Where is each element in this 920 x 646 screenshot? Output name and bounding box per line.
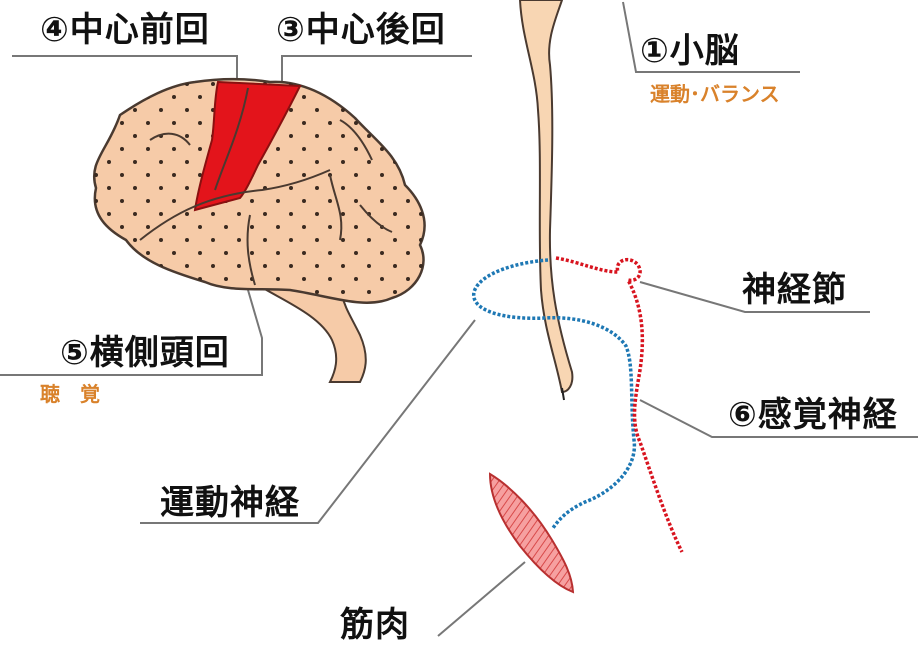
sensory-nerve bbox=[556, 258, 682, 552]
label-precentral-gyrus: ④中心前回 bbox=[40, 13, 210, 47]
label-sensory-nerve: ⑥感覚神経 bbox=[728, 398, 898, 432]
label-hearing: 聴 覚 bbox=[40, 384, 100, 404]
spinal-cord bbox=[520, 0, 572, 392]
label-postcentral-gyrus: ③中心後回 bbox=[276, 13, 446, 47]
label-ganglion: 神経節 bbox=[742, 273, 847, 307]
label-muscle: 筋肉 bbox=[340, 608, 410, 642]
muscle bbox=[490, 474, 573, 592]
label-cerebellum: ①小脳 bbox=[640, 34, 740, 68]
label-cerebellum-function: 運動･バランス bbox=[650, 84, 780, 104]
label-motor-nerve: 運動神経 bbox=[160, 486, 300, 520]
leader-lines bbox=[0, 2, 918, 636]
label-transverse-temporal-gyrus: ⑤横側頭回 bbox=[60, 336, 230, 370]
